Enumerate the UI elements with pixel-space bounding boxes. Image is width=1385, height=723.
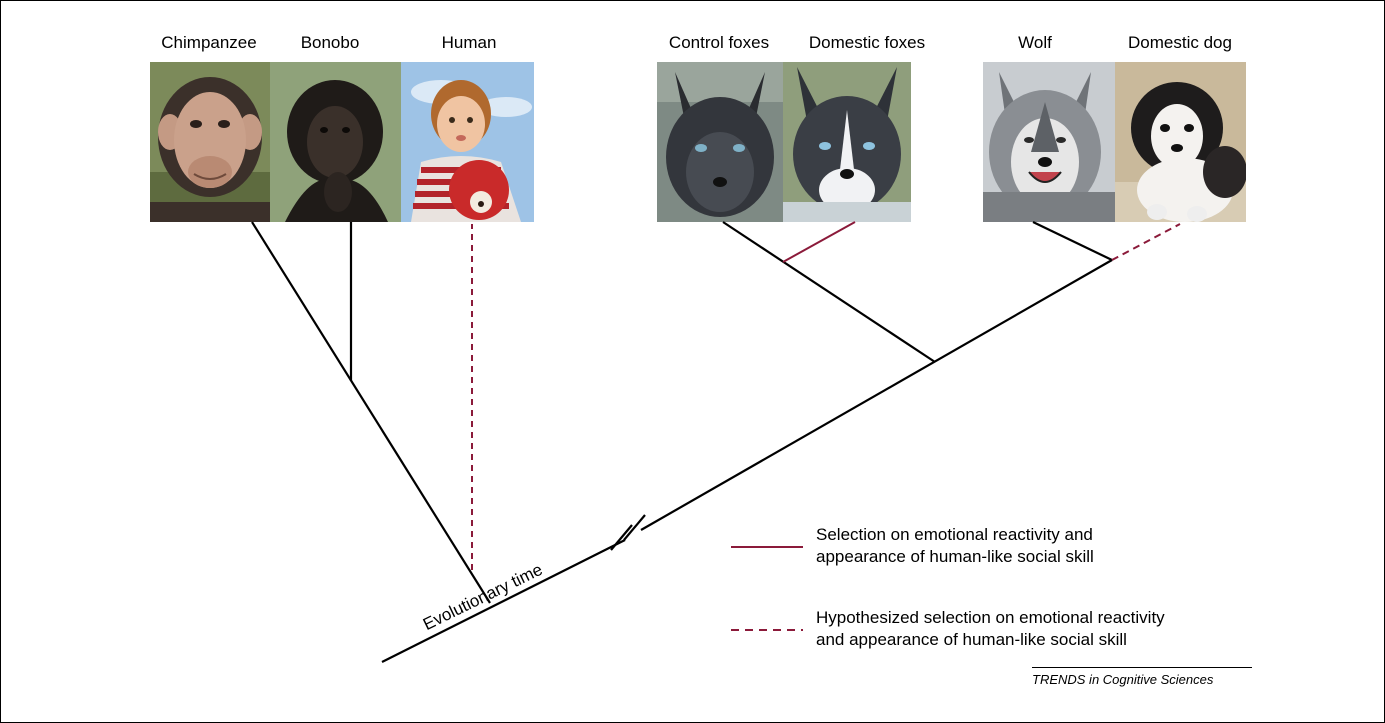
- legend-dashed-text: Hypothesized selection on emotional reac…: [816, 607, 1165, 651]
- axis-break-mark-right: [623, 514, 646, 541]
- legend-solid-line2: appearance of human-like social skill: [816, 547, 1094, 566]
- bonobo-photo: [270, 62, 401, 222]
- source-credit: TRENDS in Cognitive Sciences: [1032, 667, 1252, 687]
- label-bonobo: Bonobo: [300, 33, 360, 52]
- branch-control-foxes: [722, 221, 936, 363]
- branch-domestic-foxes-selection: [782, 221, 856, 263]
- domestic-dog-photo: [1115, 62, 1246, 222]
- legend-dashed-line1: Hypothesized selection on emotional reac…: [816, 608, 1165, 627]
- label-chimpanzee: Chimpanzee: [161, 33, 257, 52]
- label-domestic-dog: Domestic dog: [1128, 33, 1232, 52]
- human-child-photo: [401, 62, 534, 222]
- time-axis-upper-segment: [640, 259, 1113, 531]
- wolf-photo: [983, 62, 1115, 222]
- domestic-fox-photo: [783, 62, 911, 222]
- branch-wolf: [1032, 221, 1113, 261]
- label-human: Human: [441, 33, 497, 52]
- legend-solid-text: Selection on emotional reactivity and ap…: [816, 524, 1094, 568]
- legend-dashed-line2: and appearance of human-like social skil…: [816, 630, 1127, 649]
- branch-chimpanzee: [251, 221, 491, 604]
- time-axis-lower-segment: [381, 539, 626, 663]
- legend-solid-line1: Selection on emotional reactivity and: [816, 525, 1093, 544]
- label-control-foxes: Control foxes: [668, 33, 770, 52]
- branch-domestic-dog-hypothesized: [1111, 223, 1181, 261]
- label-wolf: Wolf: [1018, 33, 1052, 52]
- chimpanzee-photo: [150, 62, 270, 222]
- axis-break-mark-left: [610, 524, 633, 551]
- label-domestic-foxes: Domestic foxes: [808, 33, 926, 52]
- control-fox-photo: [657, 62, 783, 222]
